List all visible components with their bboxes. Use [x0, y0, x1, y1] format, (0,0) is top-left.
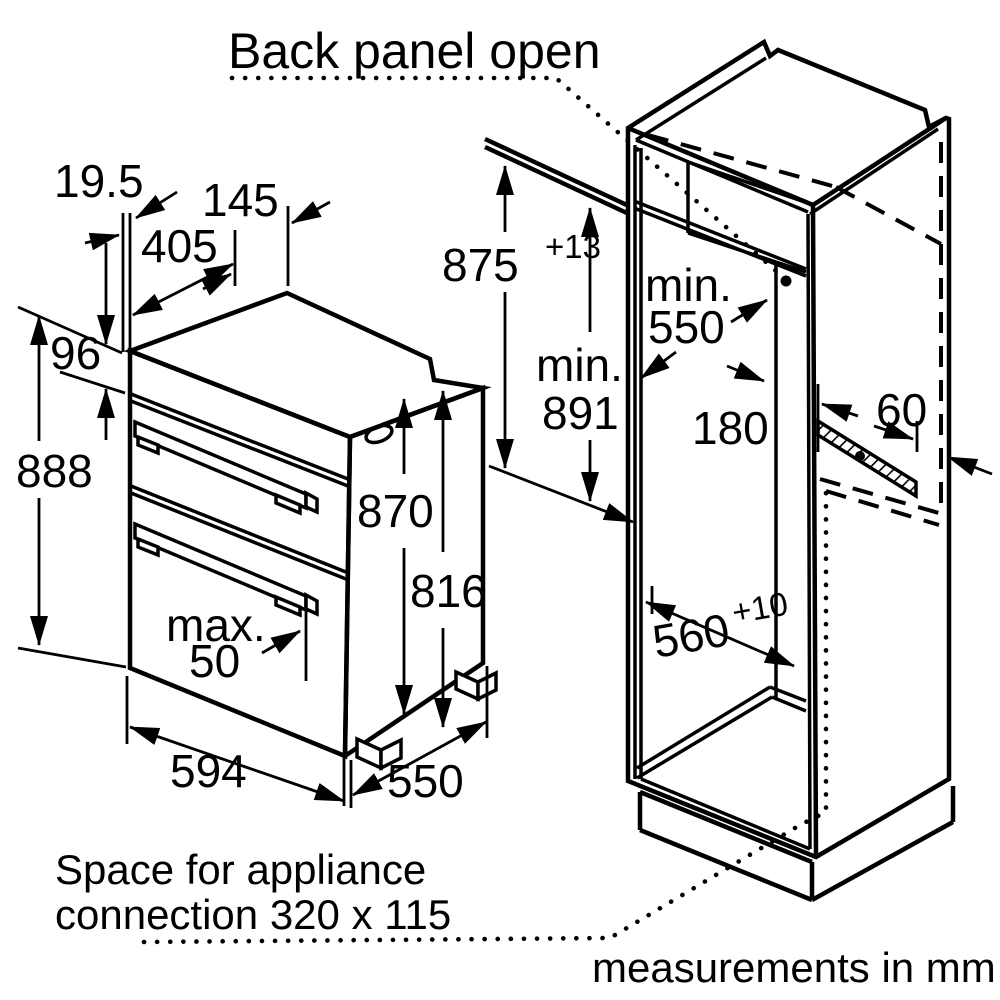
dim-trim-width: 19.5	[54, 155, 144, 207]
dim-niche-height-tolerance: +13	[545, 228, 601, 265]
dim-min-height: 891	[542, 387, 619, 439]
connection-point-dot	[855, 451, 865, 461]
back-panel-open-target-dot	[780, 275, 792, 287]
cabinet-outline	[625, 38, 952, 860]
dim-niche-width: 560	[649, 603, 734, 668]
diagram-title: Back panel open	[228, 23, 601, 79]
dimension-lines	[17, 165, 993, 808]
dim-niche-height: 875	[442, 239, 519, 291]
labels: Back panel open 19.5 405 145 96 888 870 …	[16, 23, 996, 991]
dim-handle-max-label: max.	[166, 599, 266, 651]
upper-drawer-handle	[133, 419, 319, 516]
dim-min-depth: 550	[648, 301, 725, 353]
dim-top-back-depth: 145	[202, 174, 279, 226]
worktop-lines	[484, 136, 630, 217]
dim-top-depth: 405	[141, 220, 218, 272]
connection-note-line2: connection 320 x 115	[55, 891, 451, 938]
dim-min-depth-label: min.	[645, 259, 732, 311]
back-panel-open-leader	[229, 75, 786, 280]
dim-total-height: 888	[16, 445, 93, 497]
dim-height-body: 816	[410, 565, 487, 617]
dim-oven-depth: 550	[387, 755, 464, 807]
oven-drawing	[123, 290, 498, 771]
dim-recess-offset: 180	[692, 402, 769, 454]
dim-handle-max-value: 50	[189, 635, 240, 687]
connection-note-leader	[141, 485, 829, 945]
connection-note-line1: Space for appliance	[55, 846, 426, 893]
dim-control-panel-height: 96	[50, 327, 101, 379]
back-panel-opening-hidden-edges	[647, 133, 943, 527]
cabinet-plinth	[637, 786, 956, 903]
cabinet-drawing	[625, 38, 956, 903]
lower-drawer-handle	[133, 521, 319, 618]
dim-height-back: 870	[357, 485, 434, 537]
dotted-leaders	[141, 75, 829, 945]
dim-connection-side-offset: 60	[876, 384, 927, 436]
dim-niche-width-tolerance: +10	[729, 585, 791, 631]
dim-min-height-label: min.	[536, 339, 623, 391]
dim-oven-width: 594	[170, 745, 247, 797]
units-note: measurements in mm	[592, 944, 996, 991]
side-grip-cutout	[364, 423, 394, 445]
